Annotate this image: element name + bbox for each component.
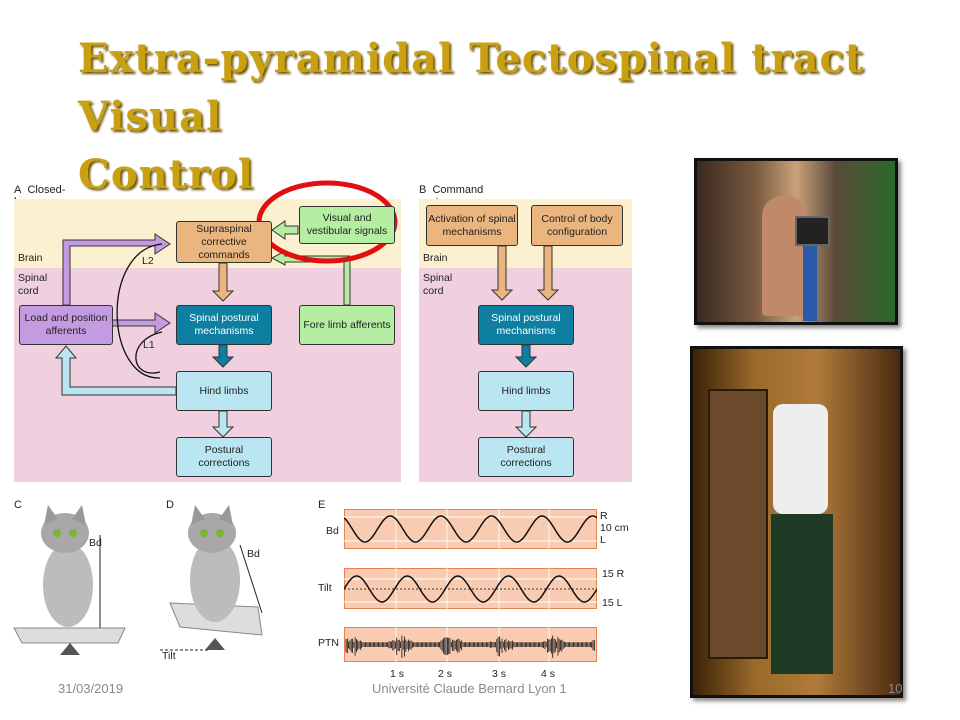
photo-monitor — [795, 216, 830, 246]
loop-l1-label: L1 — [143, 339, 155, 351]
box-b-hind-limbs: Hind limbs — [478, 371, 574, 411]
footer-date: 31/03/2019 — [58, 681, 124, 696]
box-activation: Activation of spinal mechanisms — [426, 205, 518, 246]
photo-person-back — [762, 196, 807, 316]
box-b-postural: Postural corrections — [478, 437, 574, 477]
cat-d — [160, 505, 263, 651]
title-line1: Extra-pyramidal Tectospinal tract Visual — [78, 35, 865, 140]
panel-b-arrows — [490, 245, 560, 438]
cat-c-bd-label: Bd — [89, 537, 102, 549]
tilt-trace-label: Tilt — [318, 582, 332, 594]
photo-person-monitor — [694, 158, 898, 325]
waveform-traces — [344, 509, 597, 664]
brain-label: Brain — [18, 252, 43, 264]
box-b-spinal-postural: Spinal postural mechanisms — [478, 305, 574, 345]
time-tick-3s: 3 s — [492, 668, 507, 680]
arrow-load-to-spinal — [111, 312, 171, 334]
photo-torso-brace — [773, 404, 828, 514]
ptn-spike-train — [345, 635, 595, 659]
tilt-scale-l: 15 L — [602, 597, 623, 609]
box-load-position: Load and position afferents — [19, 305, 113, 345]
box-hind-limbs: Hind limbs — [176, 371, 272, 411]
time-tick-2s: 2 s — [438, 668, 453, 680]
bd-scale-l: L — [600, 534, 606, 546]
footer-page-number: 10 — [888, 681, 903, 696]
time-tick-1s: 1 s — [390, 668, 405, 680]
cat-d-bd-label: Bd — [247, 548, 260, 560]
box-control-body: Control of body configuration — [531, 205, 623, 246]
panel-c-label: C — [14, 499, 22, 511]
footer-org: Université Claude Bernard Lyon 1 — [372, 681, 567, 696]
bd-scale-r: R — [600, 510, 608, 522]
panel-e-label: E — [318, 499, 326, 511]
bd-trace-label: Bd — [326, 525, 339, 537]
title-line2: Control — [78, 151, 255, 198]
panel-d-label: D — [166, 499, 174, 511]
photo-pants — [771, 514, 833, 674]
panel-a-letter: A — [14, 184, 22, 196]
box-spinal-postural: Spinal postural mechanisms — [176, 305, 272, 345]
box-supraspinal: Supraspinal corrective commands — [176, 221, 272, 263]
arrow-visual-to-supra — [271, 220, 299, 240]
box-visual-vestibular: Visual and vestibular signals — [299, 206, 395, 244]
photo-person-mirror — [690, 346, 903, 698]
spinal-cord-label: Spinal cord — [18, 272, 48, 297]
arrow-spinal-down — [211, 344, 235, 368]
tilt-waveform — [344, 575, 597, 603]
panel-b-letter: B — [419, 184, 427, 196]
box-postural-corrections: Postural corrections — [176, 437, 272, 477]
arrow-hind-to-load — [54, 345, 177, 396]
box-fore-limb: Fore limb afferents — [299, 305, 395, 345]
photo-blue-pole — [803, 246, 817, 321]
arrow-activation-down — [490, 245, 514, 301]
ptn-trace-label: PTN — [318, 637, 339, 649]
arrow-supra-down — [211, 262, 235, 302]
photo-mirror — [708, 389, 768, 659]
arrow-hind-down — [211, 410, 235, 438]
arrow-load-to-supraspinal — [62, 233, 171, 306]
tilt-scale-r: 15 R — [602, 568, 625, 580]
brain-label-b: Brain — [423, 252, 448, 264]
bd-waveform — [344, 515, 597, 543]
time-tick-4s: 4 s — [541, 668, 556, 680]
loop-l1 — [135, 331, 163, 374]
cat-c — [13, 505, 126, 655]
spinal-cord-label-b: Spinal cord — [423, 272, 453, 297]
arrow-b-hind-down — [514, 410, 538, 438]
bd-scale-10cm: 10 cm — [600, 522, 629, 534]
cat-illustrations — [13, 505, 263, 655]
loop-l2-label: L2 — [142, 255, 154, 267]
arrow-control-down — [536, 245, 560, 301]
cat-d-tilt-label: Tilt — [162, 650, 176, 662]
slide-title: Extra-pyramidal Tectospinal tract Visual… — [78, 30, 908, 204]
loop-l2 — [116, 243, 163, 379]
arrow-b-spinal-down — [514, 344, 538, 368]
